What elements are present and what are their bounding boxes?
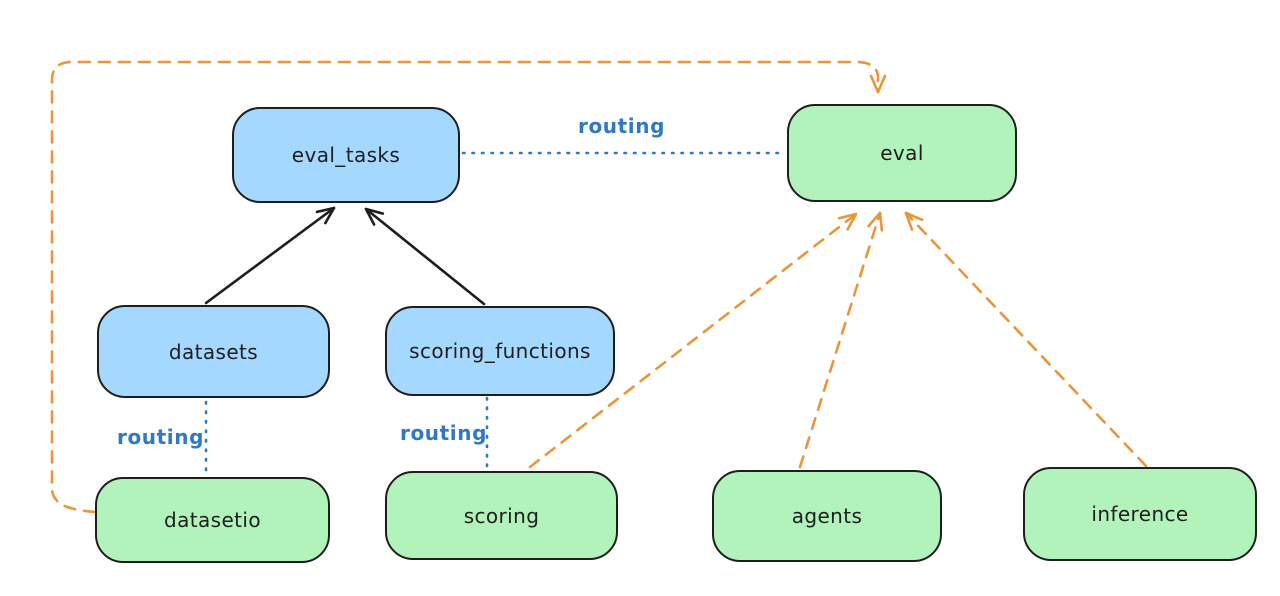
node-agents: agents	[712, 470, 942, 562]
node-datasetio-label: datasetio	[163, 508, 261, 532]
routing-label-eval-tasks-eval: routing	[578, 114, 666, 138]
node-eval: eval	[787, 104, 1017, 202]
routing-label-datasets-datasetio: routing	[117, 425, 205, 449]
node-datasets-label: datasets	[168, 339, 259, 364]
node-eval-label: eval	[880, 141, 924, 165]
node-eval-tasks: eval_tasks	[232, 107, 460, 203]
node-scoring-functions-label: scoring_functions	[409, 339, 591, 363]
routing-label-scoring-functions-scoring: routing	[400, 421, 488, 445]
edge-inference-to-eval	[904, 211, 1148, 468]
edge-scoring-to-eval	[528, 212, 858, 469]
node-scoring: scoring	[385, 471, 618, 560]
node-inference-label: inference	[1091, 502, 1189, 526]
edge-datasetio-to-eval	[50, 60, 887, 514]
node-scoring-label: scoring	[463, 503, 540, 528]
node-agents-label: agents	[791, 504, 863, 528]
node-eval-tasks-label: eval_tasks	[291, 143, 401, 167]
node-datasetio: datasetio	[95, 477, 330, 563]
edge-datasets-to-eval-tasks	[204, 206, 336, 305]
edge-agents-to-eval	[798, 211, 884, 469]
edge-scoring-functions-to-eval-tasks	[364, 207, 486, 306]
node-scoring-functions: scoring_functions	[385, 306, 615, 396]
node-datasets: datasets	[97, 305, 330, 398]
node-inference: inference	[1023, 467, 1257, 561]
